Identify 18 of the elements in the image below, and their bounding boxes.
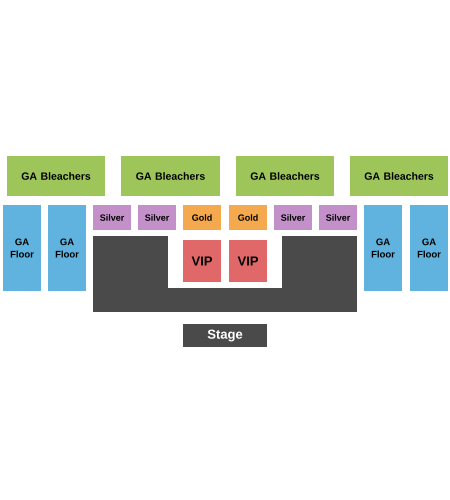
floor-section: GA Floor [48,205,86,291]
seating-section: Silver [319,205,357,230]
bleacher-section: GA Bleachers [121,156,220,196]
seating-section: Gold [183,205,221,230]
floor-section: GA Floor [3,205,41,291]
floor-section: GA Floor [364,205,402,291]
seating-section: Silver [274,205,312,230]
seating-section: Silver [93,205,131,230]
vip-section: VIP [229,240,267,282]
stage: Stage [183,324,267,347]
bleacher-section: GA Bleachers [350,156,448,196]
seating-section: Gold [229,205,267,230]
floor-section: GA Floor [410,205,448,291]
floor-area [93,236,357,312]
seating-section: Silver [138,205,176,230]
bleacher-section: GA Bleachers [236,156,334,196]
bleacher-section: GA Bleachers [7,156,105,196]
vip-section: VIP [183,240,221,282]
